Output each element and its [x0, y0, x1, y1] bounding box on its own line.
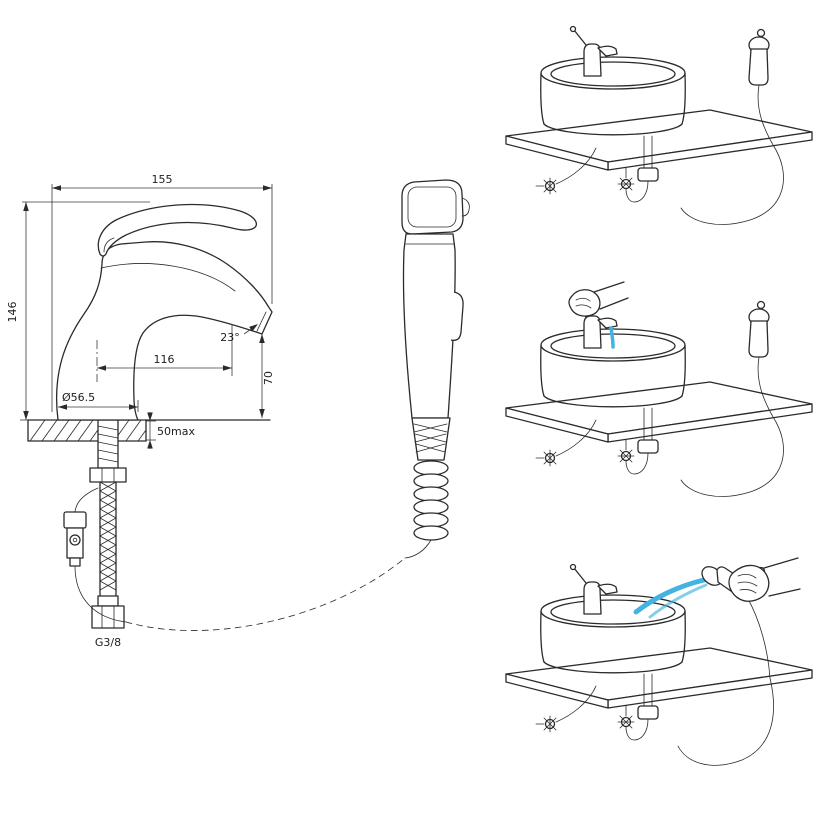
dimension-outlet-height: 70	[259, 334, 275, 418]
sprayer-head	[401, 179, 464, 235]
sprayer-water-stream-secondary	[648, 583, 708, 619]
dim-outlet-height-label: 70	[262, 371, 275, 385]
hose-connection-dashed-line	[125, 557, 406, 631]
braided-supply-hose	[99, 481, 117, 597]
sprayer-handle	[402, 233, 456, 419]
dimension-base-diameter: Ø56.5	[58, 391, 139, 412]
dim-base-diameter-label: Ø56.5	[62, 391, 95, 404]
sprayer-supply-hose	[74, 565, 127, 623]
sprayer-clip	[450, 291, 464, 341]
dim-supply-thread-label: G3/8	[95, 636, 121, 649]
hand-holding-sprayer	[728, 557, 801, 602]
hand-sprayer-drawing	[401, 179, 470, 559]
mounting-nut	[89, 467, 127, 483]
faucet-lever-handle	[97, 203, 258, 257]
faucet-water-stream	[609, 326, 615, 349]
dim-spout-angle-label: 23°	[220, 331, 240, 344]
below-deck-assembly	[63, 419, 406, 631]
dim-spout-reach-label: 116	[154, 353, 175, 366]
deck-hatch	[29, 419, 147, 442]
dim-deck-thickness-label: 50max	[157, 425, 195, 438]
scene-sprayer-use	[505, 557, 813, 766]
faucet-body	[55, 241, 273, 421]
sprayer-hose-crimp	[411, 417, 451, 461]
sprayer-hose-coil	[404, 460, 449, 559]
dimension-deck-thickness: 50max	[146, 412, 195, 449]
sprayer-water-stream-main	[633, 577, 707, 615]
handheld-sprayer-hose	[677, 596, 774, 766]
dimension-overall-width: 155	[51, 173, 273, 412]
dim-overall-height-label: 146	[6, 302, 19, 323]
technical-drawing: 155 146 116 70 23°	[6, 173, 406, 649]
sprayer-outlet-fitting	[63, 487, 127, 623]
dimension-spout-angle: 23°	[220, 324, 258, 344]
dimension-spout-reach: 116	[96, 324, 233, 382]
dimension-overall-height: 146	[6, 201, 150, 421]
hand-on-lever	[568, 281, 629, 317]
g38-union-nut	[91, 605, 125, 629]
dim-overall-width-label: 155	[152, 173, 173, 186]
scene-faucet-use	[505, 281, 813, 498]
sprayer-hang-tab	[461, 197, 470, 217]
scene-installation-overview	[505, 25, 813, 226]
mounting-deck	[27, 419, 271, 442]
